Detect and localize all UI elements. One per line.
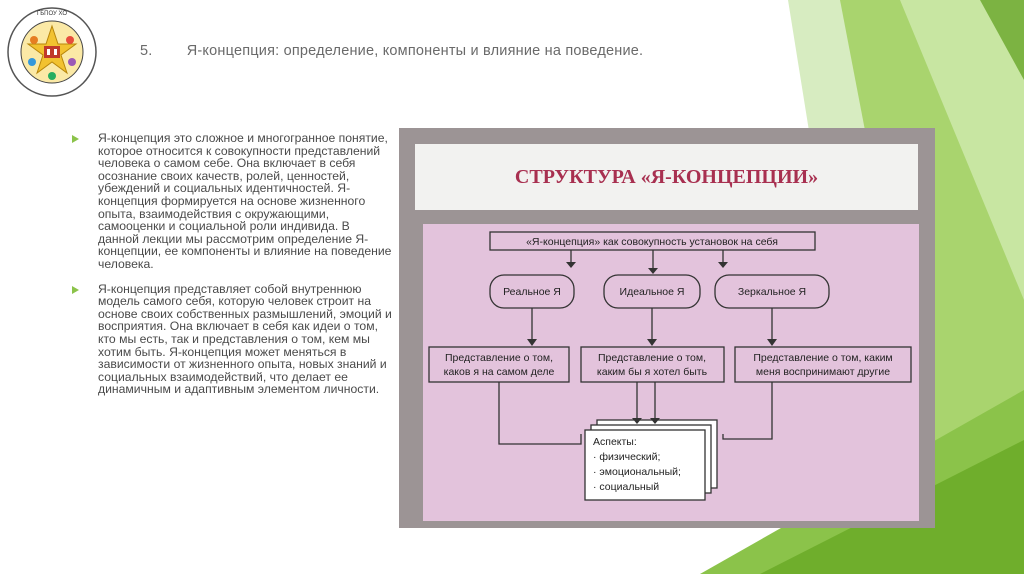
diagram-aspect-item: · социальный <box>593 481 659 493</box>
diagram-representation-line: меня воспринимают другие <box>756 366 890 378</box>
diagram-representation-line: Представление о том, каким <box>753 352 892 364</box>
structure-figure: СТРУКТУРА «Я-КОНЦЕПЦИИ» <box>399 128 935 528</box>
diagram-aspects-box <box>584 429 706 501</box>
svg-text:ГБПОУ ХО: ГБПОУ ХО <box>37 11 67 17</box>
diagram-top-text: «Я-концепция» как совокупность установок… <box>526 236 778 248</box>
figure-title: СТРУКТУРА «Я-КОНЦЕПЦИИ» <box>514 166 819 188</box>
diagram-representation-line: Представление о том, <box>445 352 553 364</box>
slide-number: 5. <box>140 43 153 59</box>
diagram-representation-box <box>580 346 725 383</box>
bullet-item: Я-концепция это сложное и многогранное п… <box>72 132 392 271</box>
bullet-list: Я-концепция это сложное и многогранное п… <box>72 132 392 408</box>
bullet-arrow-icon <box>72 285 79 294</box>
diagram-representation-line: Представление о том, <box>598 352 706 364</box>
diagram-aspects-title: Аспекты: <box>593 436 637 448</box>
diagram-representation-line: каков я на самом деле <box>444 366 555 378</box>
slide-title-text: Я-концепция: определение, компоненты и в… <box>186 43 644 59</box>
bullet-arrow-icon <box>72 135 79 143</box>
diagram-type-label: Идеальное Я <box>620 286 685 298</box>
diagram-aspect-item: · физический; <box>593 451 660 463</box>
diagram-type-label: Зеркальное Я <box>738 286 806 298</box>
diagram-aspect-item: · эмоциональный; <box>593 466 681 478</box>
diagram-representation-box <box>734 346 912 383</box>
diagram-type-label: Реальное Я <box>503 286 561 298</box>
bullet-item: Я-концепция представляет собой внутренню… <box>72 281 392 397</box>
figure-header: СТРУКТУРА «Я-КОНЦЕПЦИИ» <box>415 144 918 210</box>
college-logo: ГБПОУ ХО <box>6 2 98 102</box>
diagram-representation-line: каким бы я хотел быть <box>597 366 708 378</box>
bullet-text: Я-концепция это сложное и многогранное п… <box>98 131 392 271</box>
slide-title: 5. Я-концепция: определение, компоненты … <box>140 43 643 59</box>
bullet-text: Я-концепция представляет собой внутренню… <box>98 281 392 397</box>
figure-diagram: «Я-концепция» как совокупность установок… <box>423 224 919 521</box>
